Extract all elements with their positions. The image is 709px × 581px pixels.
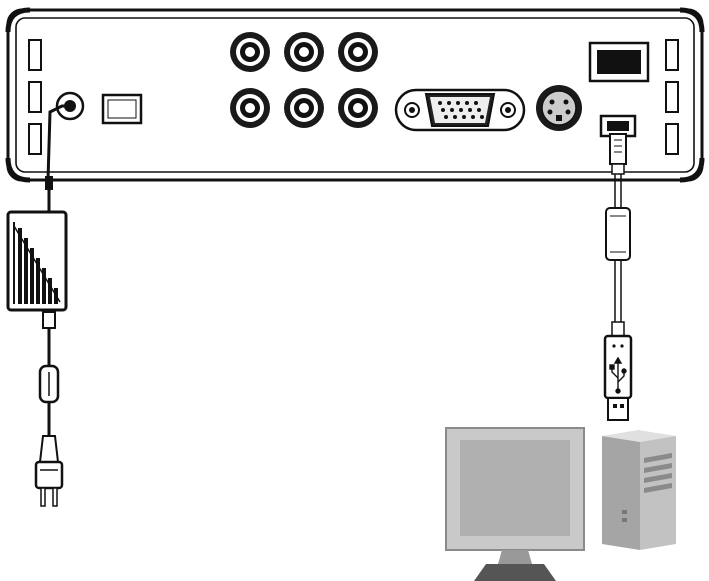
ac-cord — [38, 311, 60, 436]
computer-monitor — [445, 427, 585, 581]
left-vent-slots — [28, 39, 42, 155]
usb-connector — [603, 321, 633, 421]
power-cable — [45, 104, 70, 212]
s-video-port — [536, 85, 582, 131]
usb-cable — [605, 133, 631, 322]
vga-port — [394, 88, 526, 132]
usb-icon — [609, 356, 627, 394]
power-adapter — [6, 210, 68, 312]
power-switch — [101, 93, 143, 125]
rca-jack — [230, 32, 270, 72]
computer-tower — [602, 430, 676, 550]
device-back-panel — [5, 7, 705, 183]
rca-jack — [284, 88, 324, 128]
rca-jack — [284, 32, 324, 72]
ac-plug — [34, 435, 64, 507]
rca-jack — [230, 88, 270, 128]
rca-jack — [338, 88, 378, 128]
rca-jacks — [230, 32, 378, 128]
rca-jack — [338, 32, 378, 72]
right-vent-slots — [665, 39, 679, 155]
rocker-switch — [588, 41, 650, 83]
